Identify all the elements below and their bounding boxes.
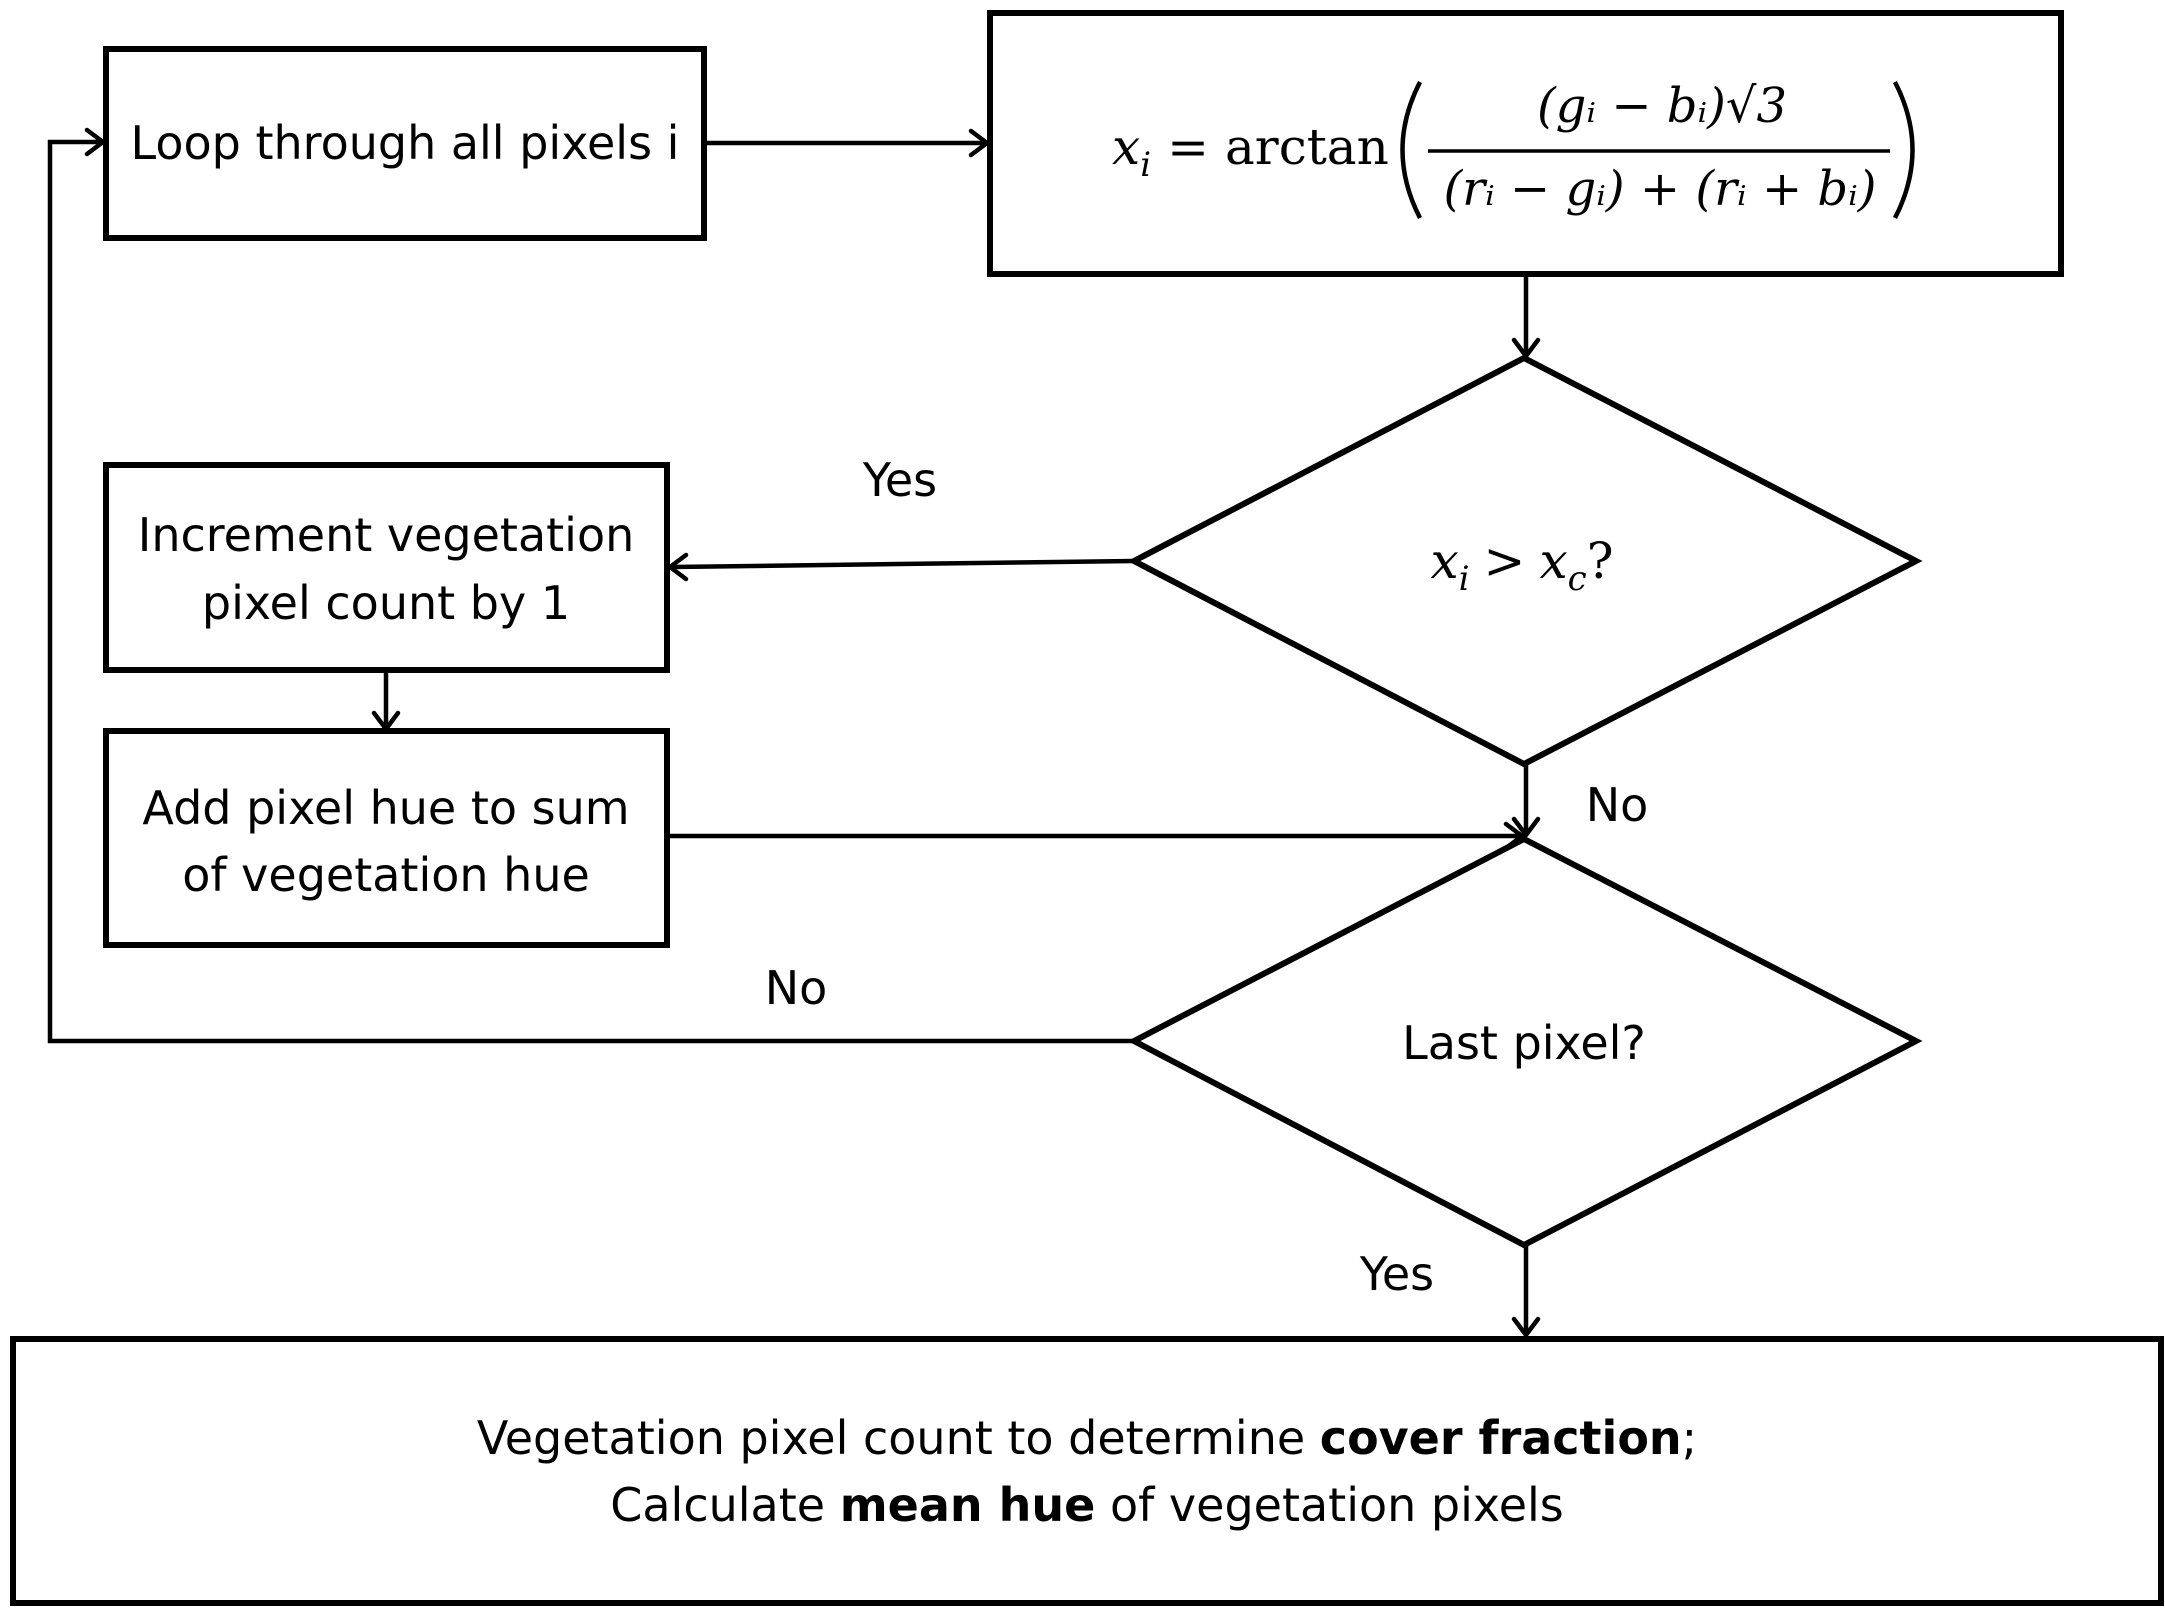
threshold-condition: xi>xc? [1430,532,1613,599]
formula-box: xi=arctan (gᵢ − bᵢ)√3 (rᵢ − gᵢ) + (rᵢ + … [987,10,2064,277]
last-pixel-label: Last pixel? [1402,1016,1646,1070]
result-box: Vegetation pixel count to determine cove… [10,1336,2164,1606]
increment-line1: Increment vegetation [138,508,635,562]
result-line1: Vegetation pixel count to determine cove… [477,1411,1697,1465]
edge-increment-to-addhue [371,670,401,732]
edge-addhue-to-last [667,821,1525,851]
last-pixel-decision: Last pixel? [1127,835,1923,1249]
last-yes-label: Yes [1359,1247,1434,1301]
add-hue-box: Add pixel hue to sum of vegetation hue [103,728,670,948]
formula-denominator: (rᵢ − gᵢ) + (rᵢ + bᵢ) [1443,161,1876,217]
formula-right-paren [1892,80,1915,220]
edge-threshold-no [1511,764,1541,838]
threshold-decision: xi>xc? [1127,354,1923,768]
increment-box: Increment vegetation pixel count by 1 [103,462,670,673]
loop-box: Loop through all pixels i [103,46,707,241]
formula-left-paren [1400,80,1423,220]
formula-numerator: (gᵢ − bᵢ)√3 [1537,78,1787,134]
edge-last-no-loop [47,127,1134,1044]
threshold-yes-label: Yes [862,453,937,507]
increment-line2: pixel count by 1 [202,576,570,630]
last-no-label: No [765,961,828,1015]
add-hue-line1: Add pixel hue to sum [142,781,629,835]
edge-loop-to-formula [704,128,990,158]
loop-label: Loop through all pixels i [131,116,680,170]
threshold-no-label: No [1586,778,1649,832]
edge-formula-to-threshold [1511,274,1541,359]
edge-last-yes [1511,1245,1541,1338]
result-line2: Calculate mean hue of vegetation pixels [610,1478,1564,1532]
edge-threshold-yes [667,552,1135,582]
formula-lhs: xi=arctan [1112,118,1389,185]
add-hue-line2: of vegetation hue [182,848,590,902]
